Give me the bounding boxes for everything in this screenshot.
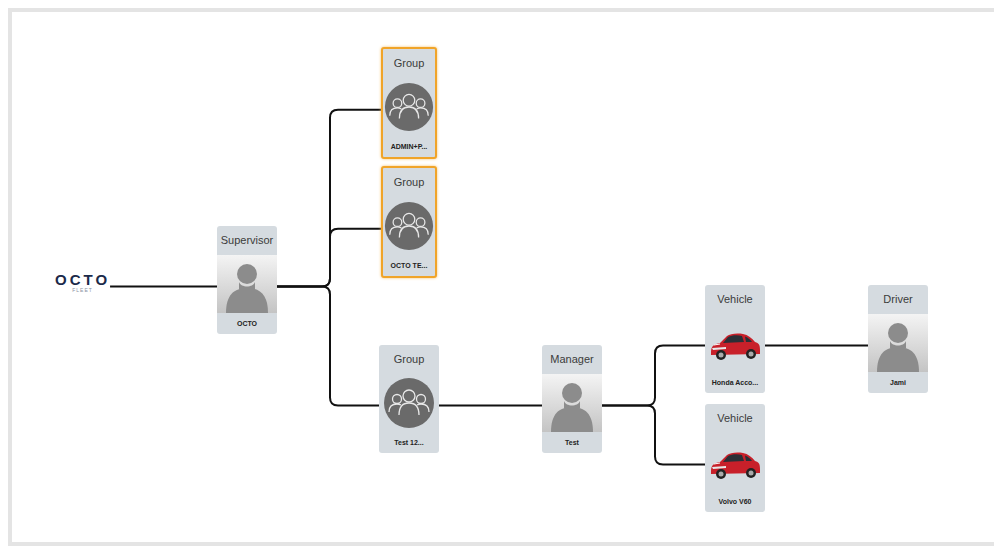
card-name: Jami <box>868 372 928 393</box>
logo-subtitle: FLEET <box>55 287 110 294</box>
card-title: Group <box>379 345 439 374</box>
vehicle-card: VehicleHonda Acco... <box>705 285 765 393</box>
card-name: Honda Acco... <box>705 372 765 393</box>
group-icon <box>379 374 439 432</box>
group-graphic <box>383 78 435 136</box>
group-icon <box>383 197 435 255</box>
connector-line <box>110 285 217 287</box>
connector-line <box>439 404 542 406</box>
card-name: Test 12... <box>379 432 439 453</box>
group-graphic <box>383 197 435 255</box>
card-name: OCTO TE... <box>383 255 435 276</box>
brand-logo: OCTOFLEET <box>55 272 110 294</box>
card-title: Group <box>383 49 435 78</box>
person-icon <box>868 314 928 372</box>
card-name: Test <box>542 432 602 453</box>
person-icon <box>542 374 602 432</box>
person-graphic <box>868 314 928 372</box>
manager-card: ManagerTest <box>542 345 602 453</box>
card-name: OCTO <box>217 313 277 334</box>
page-frame <box>8 8 994 546</box>
supervisor-card: SupervisorOCTO <box>217 226 277 334</box>
group-card: GroupTest 12... <box>379 345 439 453</box>
driver-card: DriverJami <box>868 285 928 393</box>
card-title: Driver <box>868 285 928 314</box>
connector-line <box>602 345 705 405</box>
connector-line <box>277 229 381 287</box>
card-name: ADMIN+P... <box>383 136 435 157</box>
card-title: Group <box>383 168 435 197</box>
car-graphic <box>705 433 765 491</box>
connector-line <box>277 110 381 287</box>
person-icon <box>217 255 277 313</box>
car-graphic <box>705 314 765 372</box>
car-icon <box>705 433 765 491</box>
connector-line <box>765 344 868 346</box>
group-graphic <box>379 374 439 432</box>
connector-line <box>602 405 705 464</box>
vehicle-card: VehicleVolvo V60 <box>705 404 765 512</box>
person-graphic <box>542 374 602 432</box>
connector-line <box>277 286 379 405</box>
group-card: GroupADMIN+P... <box>381 47 437 159</box>
person-graphic <box>217 255 277 313</box>
card-title: Manager <box>542 345 602 374</box>
logo-wordmark: OCTO <box>55 272 110 287</box>
group-card: GroupOCTO TE... <box>381 166 437 278</box>
group-icon <box>383 78 435 136</box>
card-title: Vehicle <box>705 404 765 433</box>
card-title: Supervisor <box>217 226 277 255</box>
car-icon <box>705 314 765 372</box>
card-name: Volvo V60 <box>705 491 765 512</box>
card-title: Vehicle <box>705 285 765 314</box>
